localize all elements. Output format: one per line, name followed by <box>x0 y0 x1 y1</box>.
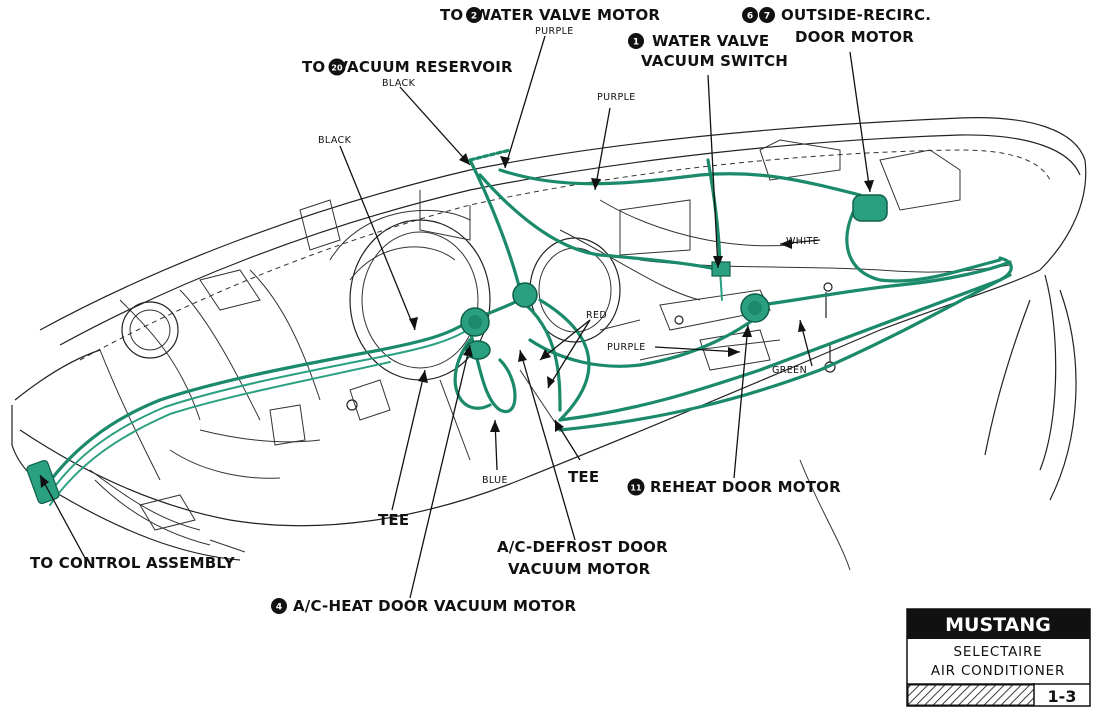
callout-number-badge <box>742 7 758 23</box>
label-vacuum-reservoir: TO VACUUM RESERVOIR <box>302 58 513 76</box>
component-labels: TO WATER VALVE MOTOR 2 PURPLE 1 WATER VA… <box>30 6 931 615</box>
label-tee-left: TEE <box>378 511 409 529</box>
leader-lines <box>39 35 874 599</box>
hose-color-black-top: BLACK <box>382 78 416 89</box>
hose-color-blue: BLUE <box>482 475 508 486</box>
dash-panel-outline <box>11 117 1087 571</box>
callout-number-20: 20 <box>331 64 343 73</box>
hose-color-white: WHITE <box>786 236 819 247</box>
label-reheat-door-motor: REHEAT DOOR MOTOR <box>650 478 841 496</box>
callout-number-1: 1 <box>633 38 639 48</box>
title-block: MUSTANG SELECTAIRE AIR CONDITIONER 1-3 <box>906 608 1091 707</box>
title-block-hatch <box>907 684 1035 706</box>
label-ac-defrost-line1: A/C-DEFROST DOOR <box>497 538 668 556</box>
callout-number-2: 2 <box>471 12 477 22</box>
callout-number-badge <box>328 58 346 76</box>
label-water-valve-vacuum-switch-line2: VACUUM SWITCH <box>641 52 788 70</box>
hose-color-purple-top: PURPLE <box>535 26 574 37</box>
callout-number-4: 4 <box>276 603 282 613</box>
vacuum-hoses <box>26 148 1013 506</box>
callout-number-badge <box>628 33 644 49</box>
callout-number-7: 7 <box>764 12 770 22</box>
title-block-line1: SELECTAIRE <box>954 644 1043 660</box>
label-water-valve-vacuum-switch-line1: WATER VALVE <box>652 32 769 50</box>
label-outside-recirc-line1: OUTSIDE-RECIRC. <box>781 6 931 24</box>
callout-number-badge <box>759 7 775 23</box>
callout-number-badge <box>627 478 645 496</box>
hose-color-black-left: BLACK <box>318 135 352 146</box>
label-water-valve-motor: TO WATER VALVE MOTOR <box>440 6 660 24</box>
label-to-control-assembly: TO CONTROL ASSEMBLY <box>30 554 236 572</box>
callout-number-11: 11 <box>630 484 642 493</box>
label-tee-center: TEE <box>568 468 599 486</box>
hose-color-red: RED <box>586 310 607 321</box>
hose-color-purple-mid: PURPLE <box>597 92 636 103</box>
hose-color-purple-low: PURPLE <box>607 342 646 353</box>
label-outside-recirc-line2: DOOR MOTOR <box>795 28 914 46</box>
callout-number-6: 6 <box>747 12 753 22</box>
title-block-model: MUSTANG <box>945 614 1051 636</box>
title-block-line2: AIR CONDITIONER <box>931 663 1065 679</box>
callout-number-badge <box>466 7 482 23</box>
label-ac-heat-door-vacuum-motor: A/C-HEAT DOOR VACUUM MOTOR <box>293 597 576 615</box>
callout-number-badge <box>271 598 287 614</box>
hose-color-green: GREEN <box>772 365 807 376</box>
title-block-page-number: 1-3 <box>1048 687 1077 706</box>
label-ac-defrost-line2: VACUUM MOTOR <box>508 560 651 578</box>
